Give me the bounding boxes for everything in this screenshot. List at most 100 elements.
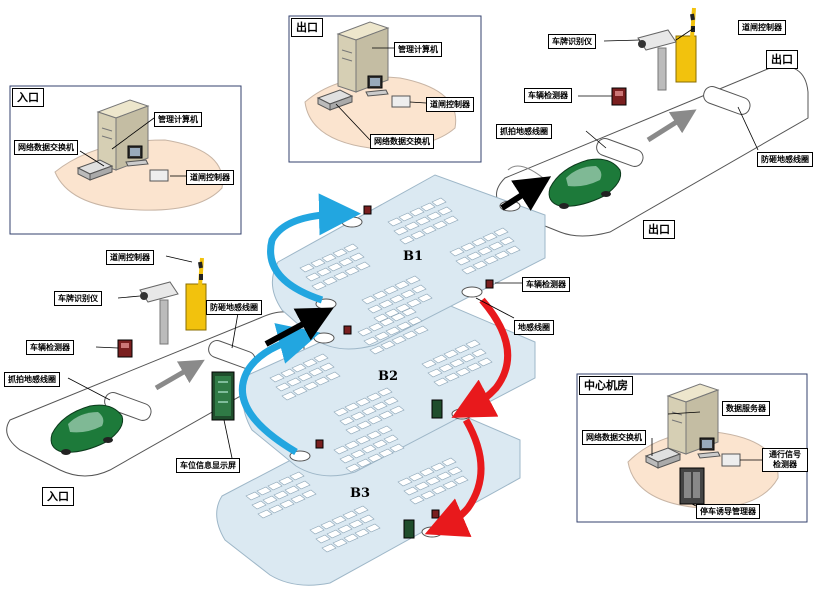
entrance-lane-anti-label: 防砸地感线圈	[206, 300, 262, 315]
parking-spot	[454, 344, 470, 354]
entry-arrow	[264, 307, 334, 347]
exit-lane-bottom-title: 出口	[643, 220, 675, 239]
parking-spot	[396, 321, 412, 331]
parking-spot	[366, 430, 382, 440]
parking-spot	[275, 382, 291, 392]
floor-b3	[216, 394, 521, 586]
parking-spot	[455, 367, 471, 377]
parking-spot	[321, 543, 337, 553]
parking-spot	[398, 212, 414, 222]
parking-spot	[404, 221, 420, 231]
parking-spot	[405, 275, 421, 285]
floor-b2-label: B2	[378, 369, 399, 384]
parking-spot	[425, 476, 441, 486]
exit-vehicle-detector-icon	[611, 87, 627, 106]
exit-lane-plate-label: 车牌识别仪	[548, 34, 596, 49]
parking-spot	[344, 402, 360, 412]
parking-spot	[333, 445, 349, 455]
entrance-lane-capture-label: 抓拍地感线圈	[4, 372, 60, 387]
exit-room-title: 出口	[291, 18, 323, 37]
parking-spot	[443, 215, 459, 225]
parking-spot	[378, 448, 394, 458]
entrance-room-pc-label: 管理计算机	[154, 112, 202, 127]
ramp-up-arrow-b3-b2	[238, 323, 321, 456]
parking-spot	[493, 227, 509, 237]
parking-spot	[483, 255, 499, 265]
parking-spot	[460, 242, 476, 252]
parking-spot	[251, 500, 267, 510]
parking-spot	[342, 510, 358, 520]
parking-spot	[461, 265, 477, 275]
parking-spot	[245, 491, 261, 501]
parking-spot	[333, 407, 349, 417]
parking-spot	[377, 387, 393, 397]
parking-spot	[472, 260, 488, 270]
parking-spot	[499, 236, 515, 246]
parking-spot	[408, 472, 424, 482]
center-room-server-label: 数据服务器	[722, 401, 770, 416]
parking-spot	[333, 271, 349, 281]
parking-spot	[389, 443, 405, 453]
parking-spot	[267, 481, 283, 491]
parking-spot	[372, 439, 388, 449]
parking-spot	[383, 285, 399, 295]
parking-spot	[262, 495, 278, 505]
entrance-car-icon	[50, 404, 124, 455]
parking-spot	[449, 358, 465, 368]
parking-spot	[368, 322, 384, 332]
parking-spot	[356, 420, 372, 430]
parking-spot	[443, 349, 459, 359]
parking-spot	[410, 230, 426, 240]
floor-b1-label: B1	[403, 249, 424, 264]
entrance-barrier-gate-icon	[185, 257, 207, 331]
parking-spot	[355, 397, 371, 407]
parking-spot	[355, 261, 371, 271]
exit-monitor-icon	[365, 75, 389, 97]
parking-spot	[326, 529, 342, 539]
entrance-room-title: 入口	[12, 88, 44, 107]
entrance-lane-bottom-title: 入口	[42, 487, 74, 506]
parking-spot	[419, 467, 435, 477]
parking-spot	[286, 377, 302, 387]
parking-spot	[344, 440, 360, 450]
parking-spot	[355, 435, 371, 445]
exit-lane-gate-label: 道闸控制器	[738, 20, 786, 35]
parking-spot	[322, 276, 338, 286]
parking-spot	[455, 256, 471, 266]
parking-spot	[319, 362, 335, 372]
parking-spot	[466, 251, 482, 261]
exit-arrow	[500, 176, 552, 211]
exit-gate-controller-icon	[391, 95, 411, 108]
parking-spot	[393, 226, 409, 236]
parking-spot	[349, 252, 365, 262]
parking-spot	[477, 246, 493, 256]
parking-spot	[345, 425, 361, 435]
parking-spot	[308, 367, 324, 377]
parking-spot	[373, 313, 389, 323]
parking-spot	[394, 280, 410, 290]
parking-spot	[372, 290, 388, 300]
exit-lane-capture-label: 抓拍地感线圈	[496, 124, 552, 139]
parking-spot	[438, 363, 454, 373]
entrance-lane-plate-label: 车牌识别仪	[54, 291, 102, 306]
parking-spot	[361, 444, 377, 454]
parking-spot	[337, 524, 353, 534]
parking-spot	[389, 294, 405, 304]
parking-spot	[397, 477, 413, 487]
center-room-title: 中心机房	[579, 376, 633, 395]
parking-spot	[383, 396, 399, 406]
parking-spot	[488, 241, 504, 251]
parking-spot	[471, 348, 487, 358]
parking-spot	[403, 486, 419, 496]
parking-spot	[384, 308, 400, 318]
ramp-detector-label: 车辆检测器	[522, 277, 570, 292]
exit-lane-sign: 出口	[766, 50, 798, 69]
parking-spot	[406, 298, 422, 308]
parking-spot	[278, 476, 294, 486]
parking-spot	[332, 538, 348, 548]
parking-spot	[413, 325, 429, 335]
parking-spot	[389, 405, 405, 415]
entrance-room-gate-label: 道闸控制器	[186, 170, 234, 185]
parking-spot	[420, 490, 436, 500]
parking-spot	[256, 486, 272, 496]
